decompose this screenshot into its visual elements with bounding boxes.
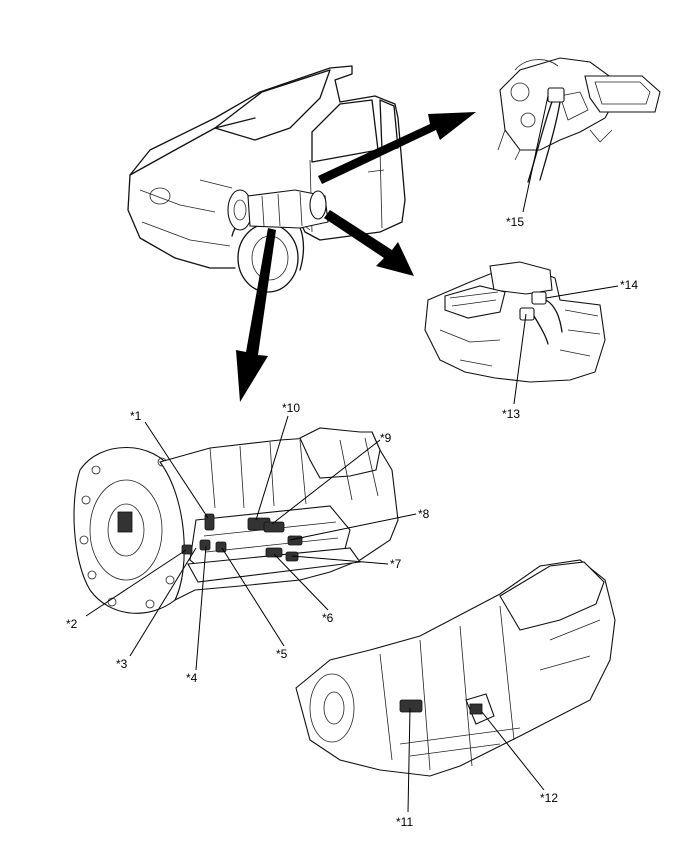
leader-lines [85,95,619,813]
callout-2: *2 [66,617,78,631]
leader-12 [481,711,545,791]
automatic-transmission [73,427,399,614]
leader-15 [522,95,549,213]
callout-11: *11 [396,815,413,829]
callout-12: *12 [540,791,558,805]
callout-7: *7 [390,557,402,571]
arrow-to-transmission [236,228,276,402]
leader-2 [85,549,187,617]
callout-5: *5 [276,647,288,661]
callout-3: *3 [116,657,128,671]
callout-6: *6 [322,611,334,625]
leader-1 [144,421,209,519]
callout-13: *13 [502,407,520,421]
leader-13 [513,313,527,405]
truck-transmission-highlight [227,189,329,231]
callout-1: *1 [130,409,142,423]
leader-7 [291,555,389,565]
callout-4: *4 [186,671,198,685]
leader-11 [407,707,411,813]
transmission-lower-view [295,559,616,777]
callout-9: *9 [380,431,392,445]
transfer-detail-top [497,57,661,183]
leader-4 [195,545,207,671]
leader-8 [289,513,417,541]
arrow-to-transfer-top [318,112,476,184]
arrow-to-transfer-rear [324,210,414,276]
leader-14 [545,285,619,299]
leader-10 [255,415,289,521]
callout-8: *8 [418,507,430,521]
callout-15: *15 [506,215,524,229]
leader-6 [273,553,329,611]
leader-9 [271,439,381,525]
callout-labels: *15 *14 *13 *1 *10 *9 *8 *7 *6 *5 *4 *3 … [66,215,638,829]
leader-3 [129,547,197,657]
callout-10: *10 [282,401,300,415]
transfer-detail-rear [424,261,606,383]
leader-5 [221,547,285,647]
callout-14: *14 [620,278,638,292]
